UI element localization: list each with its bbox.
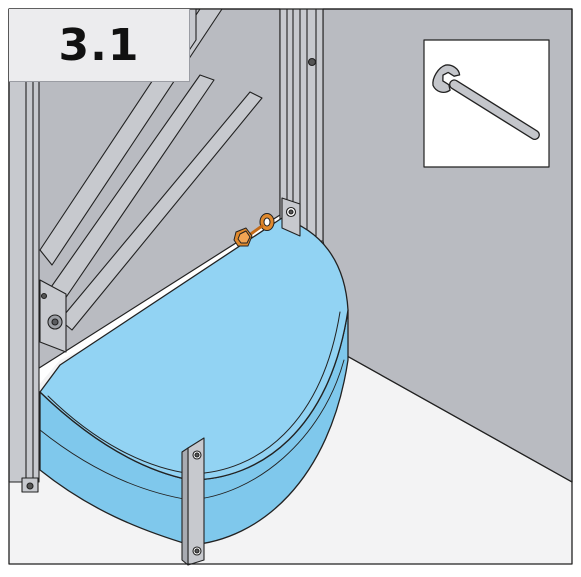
left-post bbox=[8, 8, 40, 493]
tank bbox=[39, 217, 349, 546]
tool-box bbox=[423, 39, 550, 168]
back-bracket bbox=[281, 197, 301, 237]
step-number-label: 3.1 bbox=[9, 9, 190, 82]
left-bracket bbox=[39, 279, 67, 353]
step-number: 3.1 bbox=[58, 19, 140, 71]
front-bracket bbox=[181, 437, 205, 566]
washer bbox=[259, 213, 275, 231]
wrench-icon bbox=[432, 64, 540, 140]
bolt bbox=[233, 224, 264, 247]
